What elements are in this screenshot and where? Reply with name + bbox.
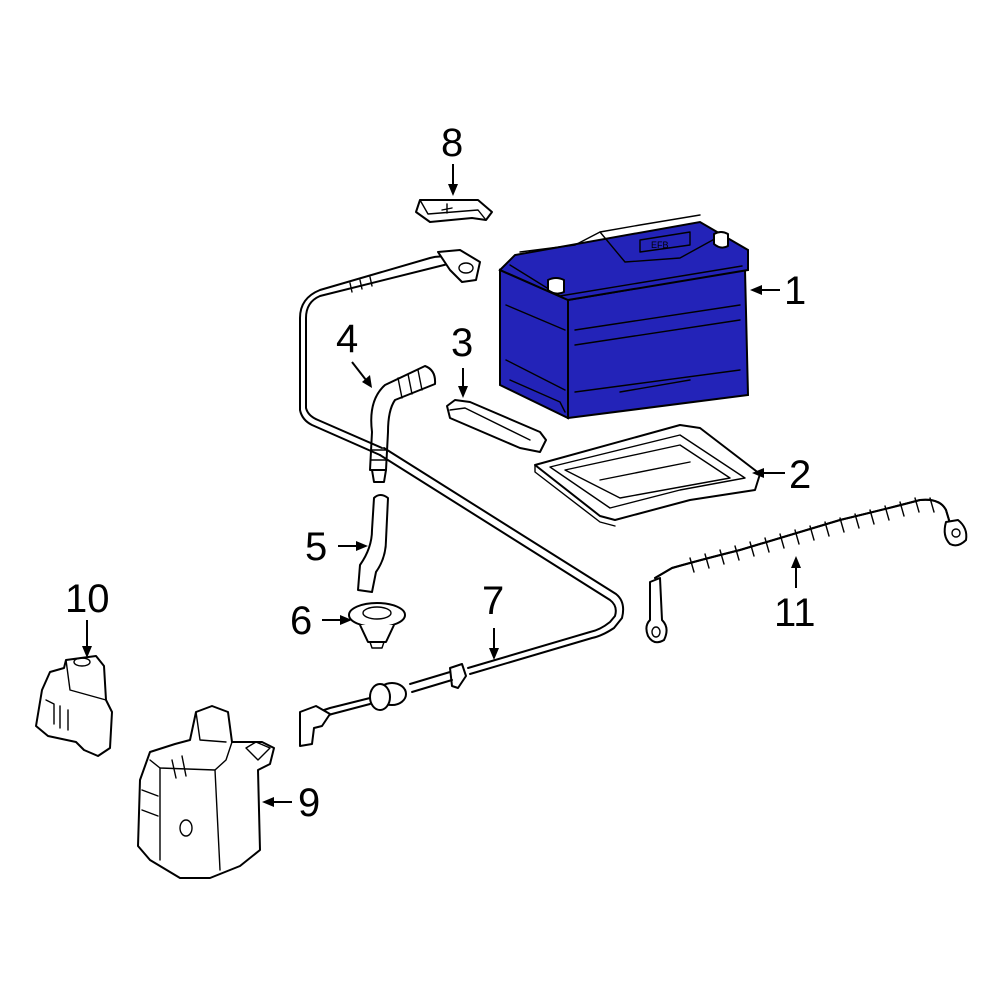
callout-10: 10 [65, 577, 110, 621]
hose-body [357, 494, 389, 593]
callout-9: 9 [298, 781, 320, 825]
vent-hose-elbow[interactable] [369, 365, 437, 483]
elbow-body [369, 365, 437, 471]
ground-cable-eyelet-right [943, 519, 968, 547]
terminal-cover[interactable] [415, 199, 493, 223]
ground-cable[interactable] [645, 497, 968, 644]
relay[interactable] [35, 655, 113, 757]
callout-8: 8 [441, 121, 463, 165]
vent-hose[interactable] [357, 494, 389, 593]
control-module[interactable] [137, 705, 275, 879]
callout-5: 5 [305, 525, 327, 569]
callout-arrows [82, 164, 801, 807]
callout-2: 2 [789, 453, 811, 497]
callout-1: 1 [784, 269, 806, 313]
battery-label: EFB [651, 240, 669, 250]
grommet[interactable] [348, 602, 406, 649]
battery-tray[interactable] [534, 424, 761, 527]
callout-11: 11 [774, 591, 816, 635]
cable-end-connector [299, 705, 331, 747]
callout-7: 7 [482, 579, 504, 623]
battery[interactable]: EFB [498, 214, 750, 420]
callout-3: 3 [451, 321, 473, 365]
relay-body [35, 655, 113, 757]
hold-down-pad[interactable] [446, 399, 547, 453]
battery-terminal-negative [547, 277, 565, 295]
pad-body [446, 399, 547, 453]
tray-outer [534, 424, 761, 521]
ground-cable-eyelet-left [645, 577, 668, 644]
module-body [137, 705, 275, 879]
battery-terminal-positive [713, 231, 729, 249]
callout-6: 6 [290, 599, 312, 643]
cover-body [415, 199, 493, 223]
cable-clip [449, 663, 467, 689]
battery-cable[interactable] [299, 249, 625, 747]
callout-4: 4 [336, 317, 358, 361]
